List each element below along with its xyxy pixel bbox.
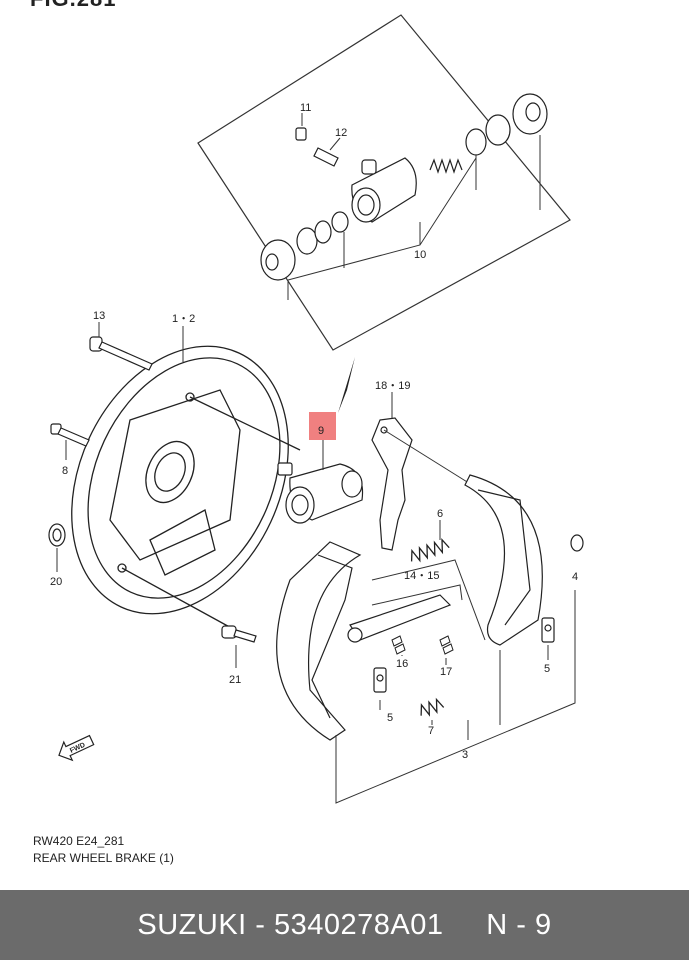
callout-9: 9 bbox=[318, 425, 324, 437]
spring-16 bbox=[391, 635, 406, 655]
callout-5a: 5 bbox=[387, 712, 393, 724]
hold-down-5b bbox=[541, 617, 555, 643]
callout-13: 13 bbox=[93, 310, 105, 322]
fwd-arrow-icon: FWD bbox=[58, 734, 95, 762]
callout-8: 8 bbox=[62, 465, 68, 477]
callout-16: 16 bbox=[396, 658, 408, 670]
figure-title: FIG.281 bbox=[30, 0, 116, 12]
callout-3: 3 bbox=[462, 749, 468, 761]
wheel-cylinder-9 bbox=[277, 462, 364, 524]
bolt-8 bbox=[50, 423, 90, 447]
nut-20 bbox=[48, 523, 66, 547]
spring-6 bbox=[410, 537, 450, 563]
brake-shoe-right bbox=[464, 474, 543, 646]
callout-11: 11 bbox=[300, 102, 311, 114]
callout-18-19: 18・19 bbox=[375, 380, 410, 392]
callout-7: 7 bbox=[428, 725, 434, 737]
brake-exploded-diagram: FWD 11 12 10 13 1・2 18・19 9 8 6 4 20 14・… bbox=[48, 14, 584, 804]
callout-21: 21 bbox=[229, 674, 241, 686]
callout-10: 10 bbox=[414, 249, 426, 261]
callout-14-15: 14・15 bbox=[404, 570, 439, 582]
adjuster-14-15 bbox=[347, 594, 452, 643]
diagram-code: RW420 E24_281 bbox=[33, 834, 125, 848]
callout-6: 6 bbox=[437, 508, 443, 520]
bolt-13 bbox=[89, 336, 153, 371]
brake-shoe-left bbox=[276, 541, 362, 741]
callout-17: 17 bbox=[440, 666, 452, 678]
callout-4: 4 bbox=[572, 571, 578, 583]
spring-17 bbox=[439, 635, 454, 655]
lever-18-19 bbox=[371, 417, 413, 551]
callout-12: 12 bbox=[335, 127, 347, 139]
callout-20: 20 bbox=[50, 576, 62, 588]
hold-down-5a bbox=[373, 667, 387, 693]
backing-plate bbox=[71, 345, 301, 631]
clip-4 bbox=[570, 534, 584, 552]
callout-5b: 5 bbox=[544, 663, 550, 675]
arrow-to-kit bbox=[338, 357, 355, 413]
spring-7 bbox=[420, 697, 445, 717]
callout-1-2: 1・2 bbox=[172, 313, 195, 325]
diagram-title: REAR WHEEL BRAKE (1) bbox=[33, 851, 174, 865]
part-number-banner: SUZUKI - 5340278A01 N - 9 bbox=[0, 890, 689, 960]
bolt-21 bbox=[221, 625, 257, 643]
wheel-cylinder-exploded bbox=[260, 93, 548, 281]
part-number-text: SUZUKI - 5340278A01 N - 9 bbox=[137, 908, 552, 941]
callout-highlight-9 bbox=[309, 412, 336, 440]
